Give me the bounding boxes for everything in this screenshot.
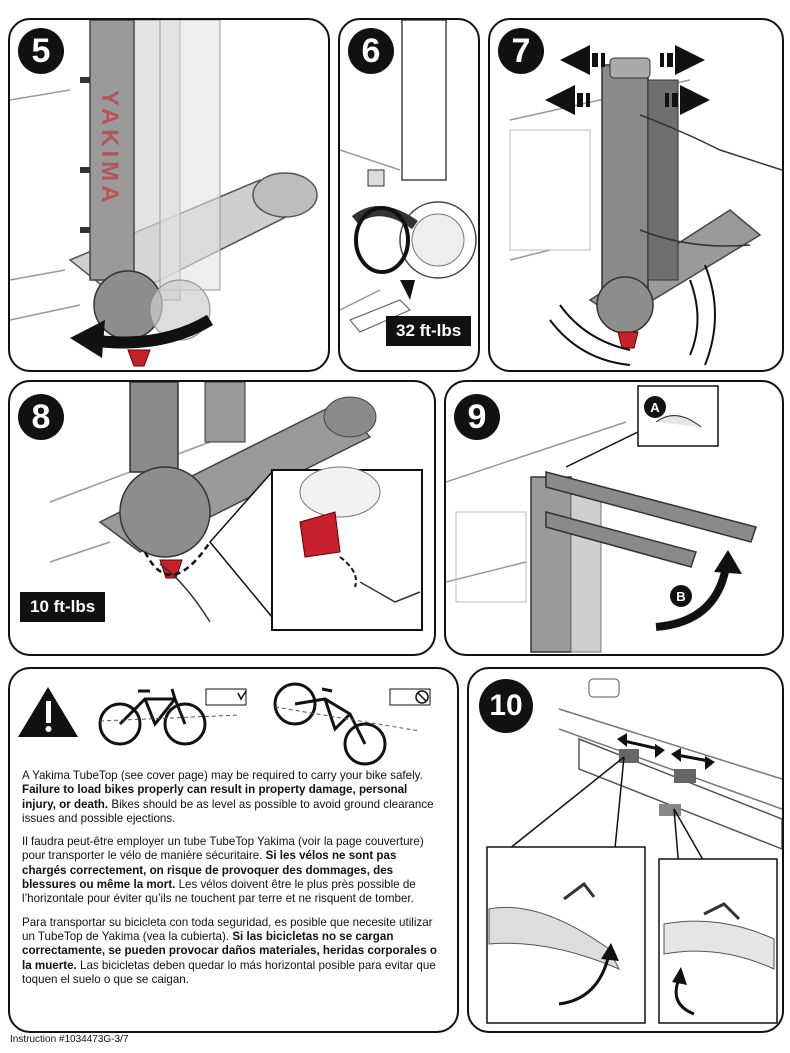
step-8-illustration <box>49 382 423 631</box>
step-8-torque-label: 10 ft-lbs <box>20 592 106 622</box>
step-9-panel: 9 A B <box>444 380 784 656</box>
step-10-panel: 10 <box>467 667 784 1033</box>
step-10-illustration <box>486 678 782 1024</box>
step-7-illustration <box>509 45 782 366</box>
step-6-number: 6 <box>348 28 394 74</box>
level-bike-icon <box>98 688 207 746</box>
step-6-panel: 6 32 ft-lbs <box>338 18 480 372</box>
warning-spanish: Para transportar su bicicleta con toda s… <box>22 915 437 986</box>
warning-french: Il faudra peut-être employer un tube Tub… <box>22 835 424 906</box>
tilted-bike-icon <box>273 682 387 766</box>
step-9-number: 9 <box>454 394 500 440</box>
step-9-illustration <box>446 385 757 653</box>
step-5-illustration <box>10 20 318 367</box>
step-5-number: 5 <box>18 28 64 74</box>
instruction-number: Instruction #1034473G-3/7 <box>10 1034 129 1045</box>
warning-english: A Yakima TubeTop (see cover page) may be… <box>22 769 434 825</box>
step-6-illustration <box>340 20 477 333</box>
callout-a-badge: A <box>644 396 666 418</box>
step-8-panel: 8 10 ft-lbs <box>8 380 436 656</box>
step-10-number: 10 <box>479 679 533 733</box>
step-8-number: 8 <box>18 394 64 440</box>
step-6-torque-label: 32 ft-lbs <box>386 316 472 346</box>
warning-illustrations <box>18 682 431 766</box>
rack-brand-label: YAKIMA <box>96 90 123 207</box>
warning-text-block: A Yakima TubeTop (see cover page) may be… <box>22 769 443 996</box>
step-5-panel: 5 YAKIMA <box>8 18 330 372</box>
callout-b-badge: B <box>670 585 692 607</box>
warning-panel: A Yakima TubeTop (see cover page) may be… <box>8 667 459 1033</box>
step-7-panel: 7 <box>488 18 784 372</box>
step-7-number: 7 <box>498 28 544 74</box>
